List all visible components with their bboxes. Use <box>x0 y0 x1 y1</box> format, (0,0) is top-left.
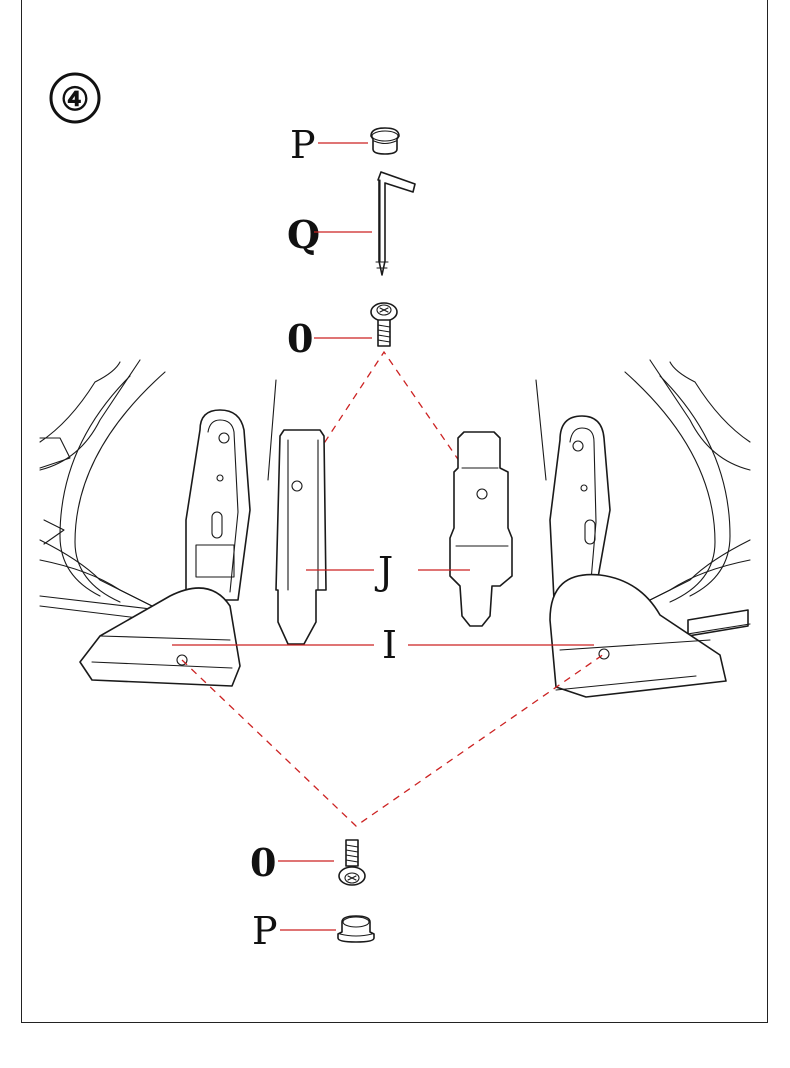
cap-plug-icon-top: P <box>290 123 400 167</box>
label-p-top: P <box>290 123 316 167</box>
armrest-left <box>79 409 251 687</box>
instruction-sheet <box>21 0 768 1023</box>
label-o-top: 0 <box>287 316 313 361</box>
label-o-bottom: 0 <box>250 840 276 885</box>
label-q: Q <box>287 212 320 257</box>
screw-icon-bottom: 0 <box>250 839 366 886</box>
step-number: ④ <box>61 80 90 118</box>
label-j: J <box>374 549 393 593</box>
armrest-right <box>549 415 727 698</box>
armrest-cover-right <box>449 431 513 627</box>
label-p-bottom: P <box>252 909 278 953</box>
allen-key-icon: Q <box>287 171 416 276</box>
armrest-cover-left <box>275 429 327 645</box>
cap-plug-icon-bottom: P <box>252 909 375 953</box>
label-i: I <box>382 623 397 667</box>
step-number-badge: ④ <box>49 72 101 124</box>
seat-outline-right <box>535 359 751 641</box>
screw-icon-top: 0 <box>287 302 398 361</box>
